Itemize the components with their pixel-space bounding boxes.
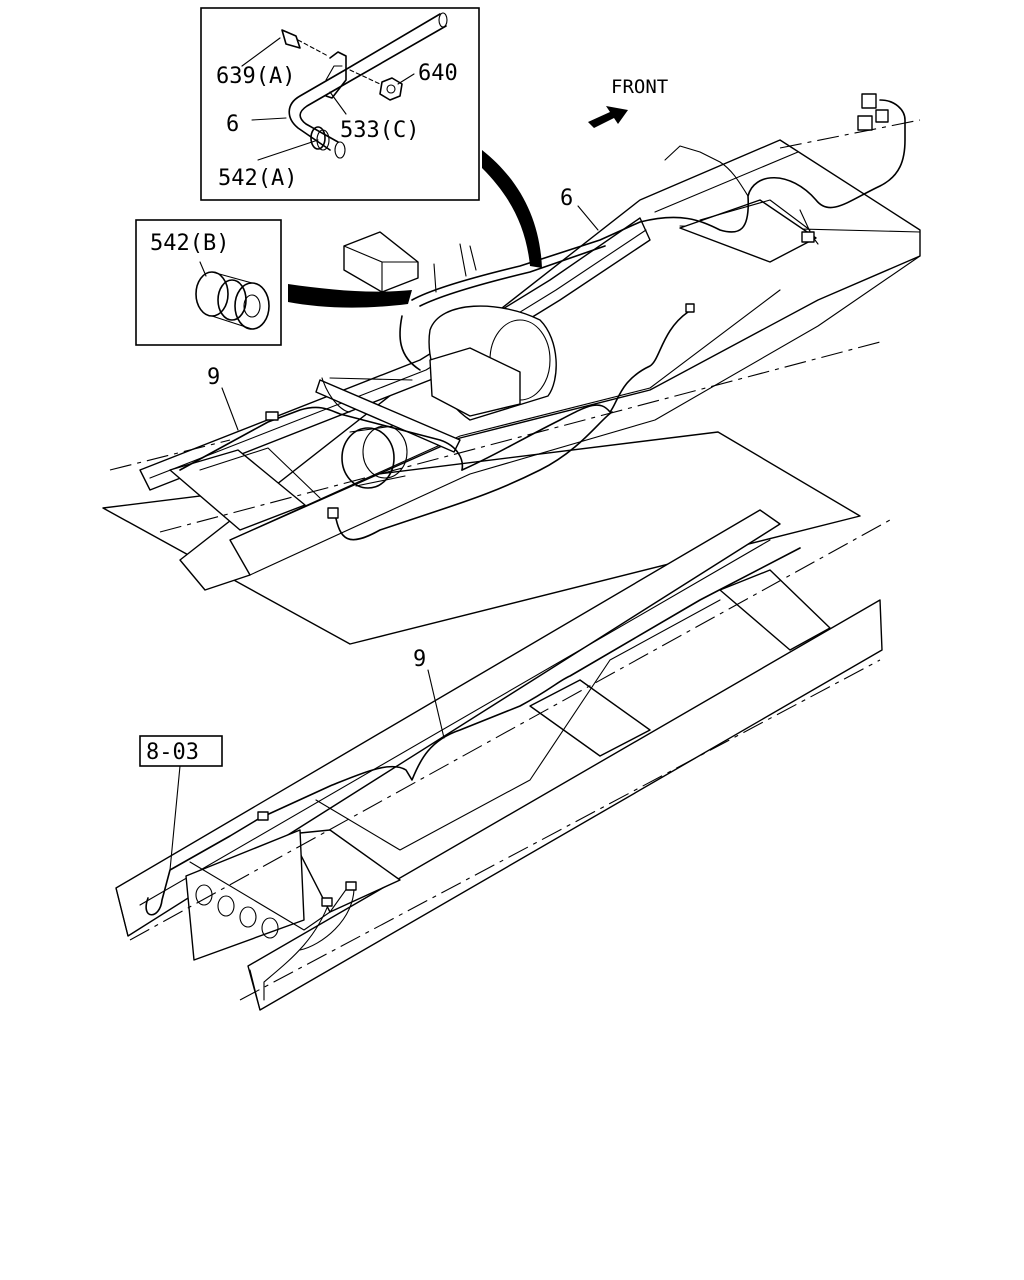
inset-clip-detail	[200, 7, 480, 201]
callout-640: 640	[418, 61, 458, 86]
harness-9-upper	[179, 303, 695, 541]
leader-9-upper	[221, 387, 239, 431]
callout-542a: 542(A)	[218, 166, 297, 191]
callout-6-inset: 6	[226, 112, 239, 137]
leader-8-03	[169, 765, 181, 871]
harness-9-lower	[145, 547, 801, 1001]
callout-639a: 639(A)	[216, 64, 295, 89]
callout-9-lower: 9	[413, 647, 426, 672]
inset-a-pointer-arrow	[482, 150, 542, 268]
ref-8-03-box	[139, 735, 223, 767]
inset-b-pointer-arrow	[288, 284, 412, 308]
harness-6	[399, 93, 906, 371]
inset-grommet-detail	[135, 219, 282, 346]
leader-6-main	[577, 205, 599, 231]
callout-542b: 542(B)	[150, 231, 229, 256]
front-arrow-icon	[588, 106, 628, 128]
front-label: FRONT	[611, 76, 668, 98]
callout-533c: 533(C)	[340, 118, 419, 143]
leader-9-lower	[427, 669, 445, 739]
ref-8-03: 8-03	[146, 740, 199, 765]
callout-9-upper: 9	[207, 365, 220, 390]
callout-6-main: 6	[560, 186, 573, 211]
lower-chassis-frame	[115, 509, 891, 1011]
